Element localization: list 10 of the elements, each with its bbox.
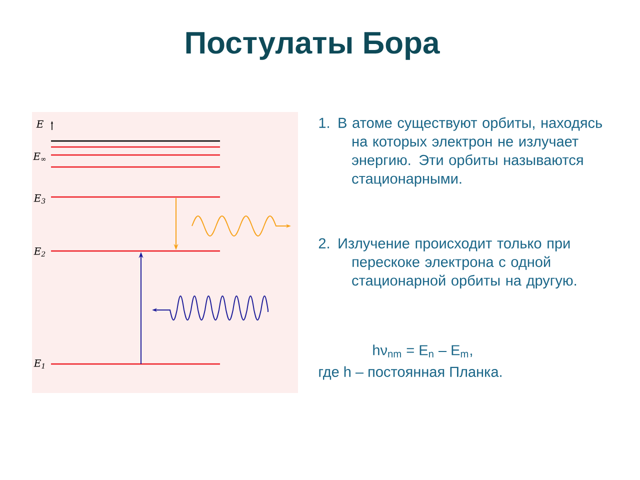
level-label: E$_{∞}$: [33, 152, 46, 161]
level-label: E$_{1}$: [34, 359, 44, 369]
numbered-paragraph: 1. В атоме существуют орбиты, находясь на которых электрон не излучает энергию. Эти орбиты называются стационарными.: [319, 117, 602, 187]
level-label: E$_{3}$: [34, 194, 46, 204]
numbered-paragraph: 2. Излучение происходит только при перескоке электрона с одной стационарной орбиты на другую.: [318, 238, 576, 289]
formula: hν$_{nm}$ = E$_{n}$ – E$_{m}$,: [373, 344, 472, 358]
level-label: E: [36, 120, 44, 128]
level-label: E$_{2}$: [34, 247, 46, 257]
text-line: где h – постоянная Планка.: [319, 366, 502, 380]
title: Постулаты Бора: [186, 32, 440, 60]
